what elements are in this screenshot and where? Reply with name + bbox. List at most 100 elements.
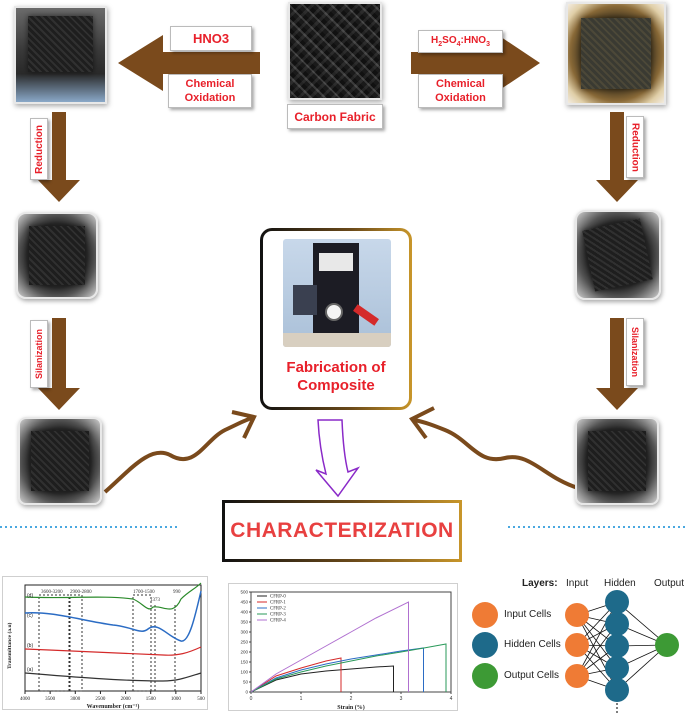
- ftir-peak-box-2: [69, 594, 83, 692]
- ss-series-cfrp-0: [250, 665, 394, 693]
- ftir-xtick-label: 1000: [171, 697, 182, 702]
- ss-xtick-label: 0: [250, 696, 253, 702]
- ftir-xtick-label: 3000: [70, 697, 81, 702]
- ss-legend-label: CFRP-0: [270, 595, 286, 600]
- ftir-xtick-label: 4000: [20, 697, 31, 702]
- right-reduction-text: Reduction: [629, 122, 641, 172]
- right-silanized-fabric-photo: [575, 417, 659, 505]
- nn-hidden-node: [605, 634, 629, 658]
- ftir-series-b: [24, 646, 202, 656]
- ftir-peak-label-2: 2900-2800: [70, 590, 92, 595]
- right-curvy-arrowhead: [408, 406, 435, 440]
- ss-xtick-label: 4: [450, 696, 453, 702]
- ss-xlabel: Strain (%): [337, 704, 365, 711]
- carbon-fabric-photo: [288, 2, 382, 100]
- press-machine-photo: [283, 239, 391, 347]
- left-curvy-arrow: [103, 416, 253, 494]
- left-silanization-text: Silanization: [34, 328, 44, 379]
- ss-series-cfrp-3: [250, 643, 447, 693]
- right-chemical-oxidation-label: Chemical Oxidation: [418, 74, 503, 108]
- ss-ytick-label: 350: [240, 620, 248, 625]
- ftir-series-label-c: (c): [27, 613, 33, 619]
- ftir-xtick-label: 1500: [146, 697, 157, 702]
- ftir-peak-label-3: 1700-1500: [133, 590, 155, 595]
- nn-input-node: [565, 633, 589, 657]
- nn-layers-title: Layers:: [522, 578, 558, 589]
- nn-ellipsis-dot: [616, 703, 618, 705]
- legend-hidden-dot: [472, 632, 498, 658]
- ss-ytick-label: 450: [240, 600, 248, 605]
- ss-ytick-label: 500: [240, 590, 248, 595]
- ftir-peak-box-3: [132, 594, 152, 692]
- ftir-ylabel: Transmittance (a.u): [6, 622, 13, 669]
- carbon-fabric-label: Carbon Fabric: [287, 104, 383, 129]
- fabrication-box: Fabrication of Composite: [260, 228, 412, 410]
- legend-output-dot: [472, 663, 498, 689]
- left-reduced-fabric-photo: [16, 212, 98, 299]
- fabrication-line2: Composite: [297, 377, 375, 394]
- h2so4-hno3-text: H2SO4:HNO3: [431, 35, 490, 48]
- fabrication-label: Fabrication of Composite: [263, 359, 409, 395]
- nn-ellipsis-dot: [616, 707, 618, 709]
- hno3-text: HNO3: [192, 31, 230, 46]
- h2so4-hno3-label: H2SO4:HNO3: [418, 30, 503, 53]
- left-reduction-text: Reduction: [33, 124, 45, 174]
- carbon-fabric-text: Carbon Fabric: [294, 109, 376, 124]
- legend-output-label: Output Cells: [504, 670, 560, 681]
- legend-input-label: Input Cells: [504, 609, 552, 620]
- left-reduction-label: Reduction: [30, 118, 48, 180]
- ftir-series-label-a: (a): [27, 667, 33, 673]
- left-process-line2: Oxidation: [184, 92, 236, 104]
- nn-output-header: Output: [654, 578, 685, 589]
- ftir-series-label-d: (d): [27, 593, 33, 599]
- ss-series-cfrp-1: [250, 657, 342, 693]
- ftir-series-d: [24, 582, 202, 610]
- neural-network-diagram: Layers: Input Hidden Output Input Cells …: [470, 576, 685, 715]
- left-silanized-fabric-photo: [18, 417, 102, 505]
- right-process-line2: Oxidation: [435, 92, 486, 104]
- ss-xtick-label: 2: [350, 696, 353, 702]
- nn-hidden-node: [605, 590, 629, 614]
- nn-hidden-node: [605, 612, 629, 636]
- nn-hidden-node: [605, 678, 629, 702]
- ftir-xtick-label: 500: [197, 697, 205, 702]
- left-silanization-label: Silanization: [30, 320, 48, 388]
- nn-hidden-header: Hidden: [604, 578, 636, 589]
- nn-svg: [565, 590, 679, 713]
- ss-xtick-label: 3: [400, 696, 403, 702]
- ftir-peak-label-1: 3600-3200: [41, 590, 63, 595]
- hno3-label: HNO3: [170, 26, 252, 51]
- fabrication-line1: Fabrication of: [286, 359, 386, 376]
- nn-input-node: [565, 664, 589, 688]
- ftir-series-label-b: (b): [27, 643, 33, 649]
- right-silanization-text: Silanization: [630, 326, 640, 377]
- ftir-peak-label-5: 990: [173, 590, 181, 595]
- ftir-xlabel: Wavenumber (cm⁻¹): [87, 703, 140, 710]
- characterization-down-arrow: [315, 419, 361, 498]
- ftir-peak-box-1: [38, 594, 70, 692]
- ss-ytick-label: 150: [240, 660, 248, 665]
- characterization-box: CHARACTERIZATION: [222, 500, 462, 562]
- right-curvy-arrow: [413, 418, 579, 490]
- right-silanization-label: Silanization: [626, 318, 644, 386]
- legend-hidden-label: Hidden Cells: [504, 639, 561, 650]
- left-chemical-oxidation-label: Chemical Oxidation: [168, 74, 252, 108]
- ss-legend-label: CFRP-2: [270, 607, 286, 612]
- ss-xtick-label: 1: [300, 696, 303, 702]
- ss-ytick-label: 300: [240, 630, 248, 635]
- ftir-xtick-label: 2500: [95, 697, 106, 702]
- ss-ytick-label: 100: [240, 670, 248, 675]
- ss-ytick-label: 50: [243, 680, 249, 685]
- ss-series-cfrp-4: [250, 601, 409, 693]
- ss-legend-label: CFRP-4: [270, 619, 286, 624]
- left-curvy-arrowhead: [231, 410, 257, 439]
- ss-ytick-label: 400: [240, 610, 248, 615]
- ss-legend-label: CFRP-3: [270, 613, 286, 618]
- left-process-line1: Chemical: [185, 78, 235, 90]
- nn-output-node: [655, 633, 679, 657]
- ftir-plot-area: [24, 584, 202, 692]
- hno3-oxidized-fabric-photo: [14, 6, 107, 104]
